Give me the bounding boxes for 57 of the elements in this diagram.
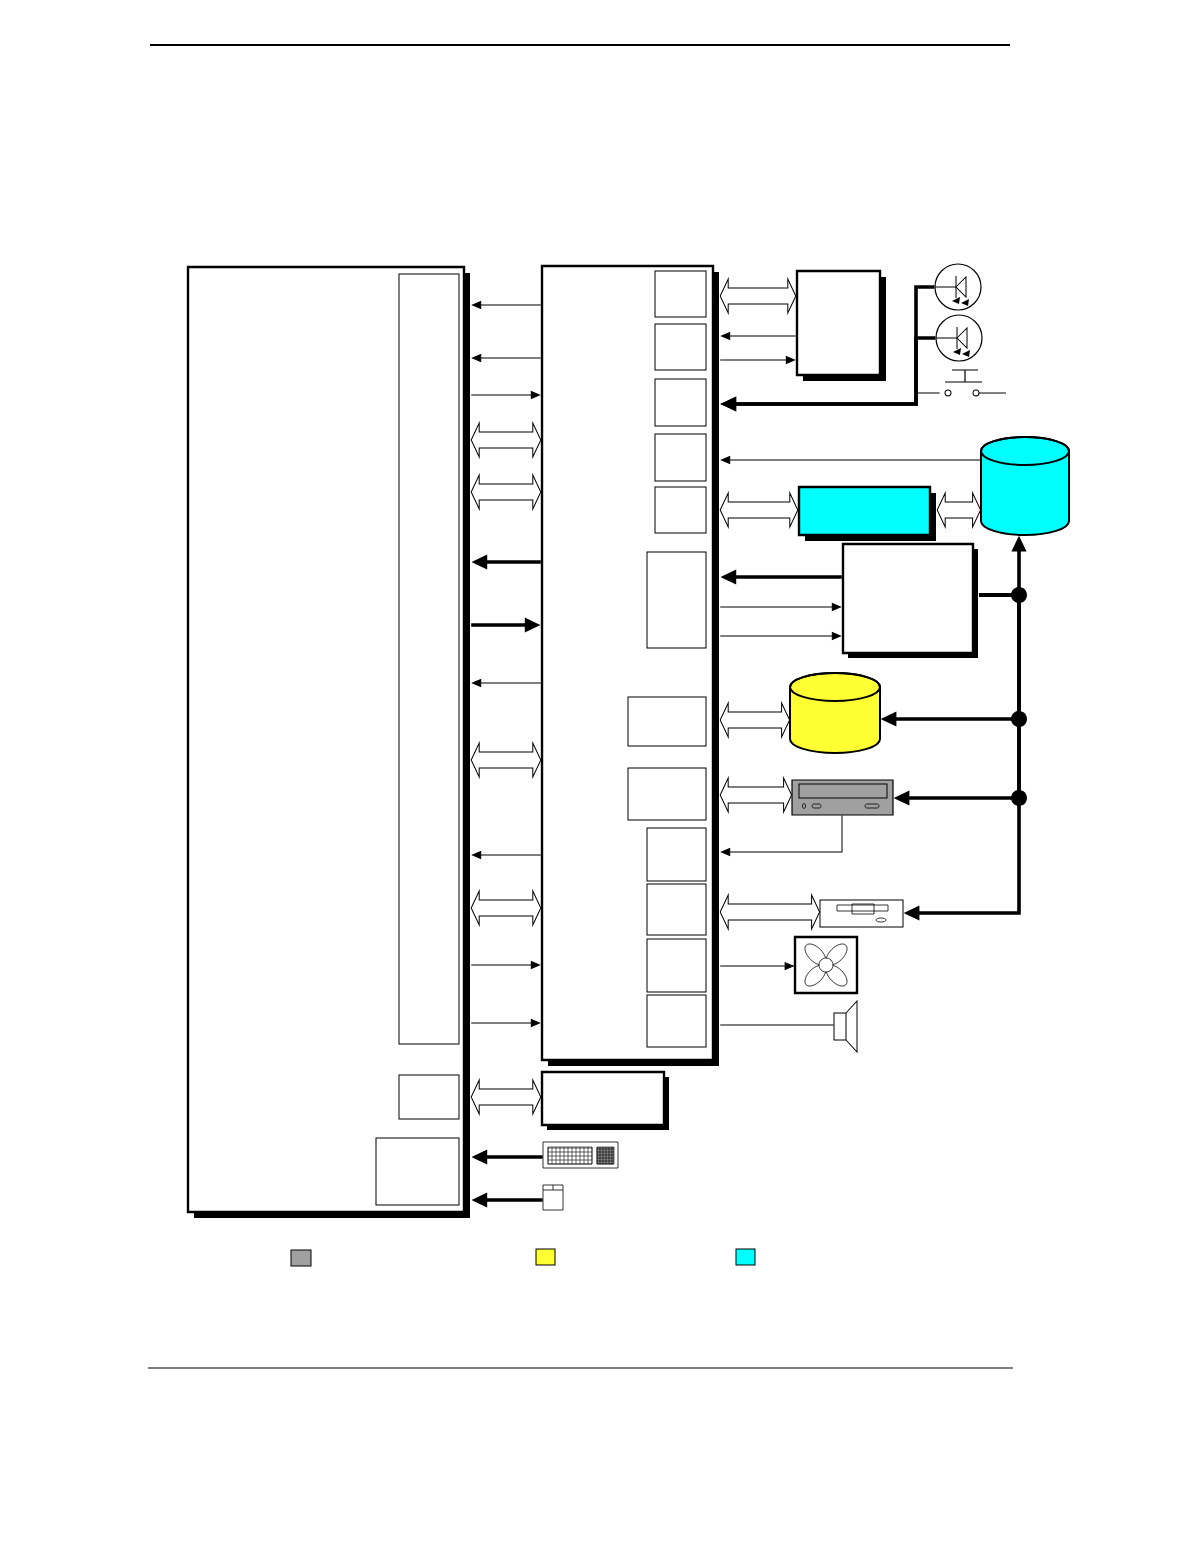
component-box: [627, 767, 707, 821]
hollow-double-arrow: [470, 890, 542, 926]
hollow-double-arrow: [470, 422, 542, 458]
arrow: [721, 814, 843, 856]
component-box: [398, 1074, 460, 1120]
component-box: [797, 485, 936, 541]
hollow-double-arrow: [470, 1079, 542, 1115]
component-box: [654, 486, 707, 534]
floppy-drive-drawing: [819, 899, 904, 928]
arrow: [719, 356, 795, 364]
component-box: [646, 883, 707, 936]
hollow-double-arrow: [470, 742, 542, 778]
keyboard-drawing: [542, 1141, 619, 1169]
hollow-double-arrow: [719, 278, 797, 314]
arrow: [470, 1019, 540, 1027]
arrow: [719, 632, 841, 640]
arrow: [719, 603, 841, 611]
component-box: [646, 551, 707, 649]
component-box: [375, 1137, 460, 1206]
component-box: [654, 433, 707, 482]
arrow: [470, 391, 540, 399]
arrow: [721, 456, 982, 464]
arrow: [721, 332, 797, 340]
optical-drive-drawing: [791, 779, 894, 816]
component-box: [654, 323, 707, 371]
disk-cylinder: [789, 672, 881, 754]
hollow-double-arrow: [936, 492, 982, 528]
hollow-double-arrow: [719, 894, 821, 930]
component-box: [398, 273, 460, 1045]
push-button-symbol: [944, 369, 1007, 397]
arrow: [472, 851, 542, 859]
hollow-double-arrow: [470, 474, 542, 510]
hollow-double-arrow: [719, 777, 793, 813]
disk-cylinder: [980, 436, 1070, 536]
fan-drawing: [793, 935, 859, 995]
arrow: [472, 301, 542, 309]
component-box: [540, 1070, 669, 1130]
hollow-double-arrow: [719, 492, 799, 528]
component-box: [646, 938, 707, 993]
arrow: [719, 962, 794, 970]
component-box: [654, 270, 707, 318]
connector-line: [719, 1024, 835, 1026]
component-box: [795, 269, 886, 381]
hollow-double-arrow: [719, 702, 791, 738]
led-symbol: [935, 314, 983, 362]
arrow: [472, 354, 542, 362]
component-box: [841, 542, 978, 658]
arrow: [721, 392, 941, 408]
component-box: [646, 827, 707, 882]
component-box: [627, 696, 707, 747]
arrow: [472, 679, 542, 687]
mouse-drawing: [542, 1184, 564, 1211]
speaker-symbol: [833, 1000, 858, 1053]
led-symbol: [934, 263, 982, 311]
component-box: [654, 378, 707, 427]
arrow: [470, 961, 540, 969]
component-box: [646, 994, 707, 1048]
